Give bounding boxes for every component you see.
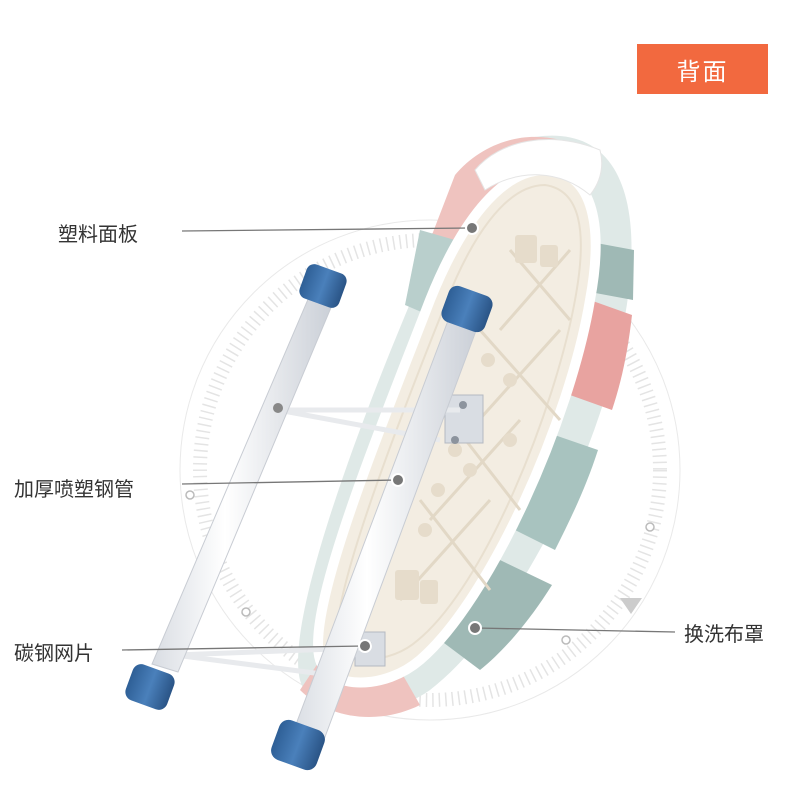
ring-node-icon bbox=[561, 635, 571, 645]
label-plastic-panel: 塑料面板 bbox=[58, 222, 138, 246]
view-badge: 背面 bbox=[637, 44, 768, 94]
front-leg-pipe bbox=[271, 285, 493, 771]
label-thick-coated-pipe: 加厚喷塑钢管 bbox=[14, 477, 134, 501]
callout-lines bbox=[121, 227, 676, 651]
back-leg-pipe bbox=[125, 264, 347, 710]
label-carbon-steel-mesh: 碳钢网片 bbox=[14, 641, 94, 665]
decorative-ring bbox=[179, 219, 681, 721]
ring-node-icon bbox=[185, 490, 195, 500]
ring-node-icon bbox=[645, 522, 655, 532]
ruffle-edge bbox=[474, 139, 603, 196]
callout-dot-icon bbox=[358, 221, 482, 653]
label-washable-cover: 换洗布罩 bbox=[684, 622, 764, 646]
ring-node-icon bbox=[241, 607, 251, 617]
play-triangle-icon bbox=[620, 598, 642, 614]
